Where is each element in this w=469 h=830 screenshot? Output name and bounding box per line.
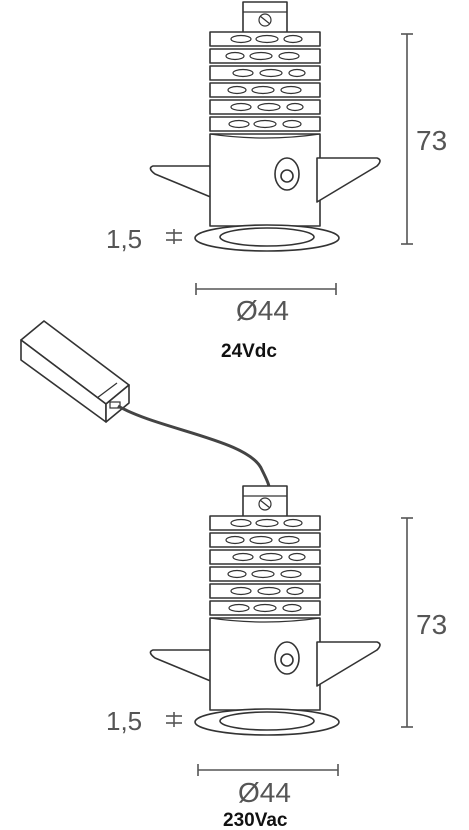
fixture-230vac xyxy=(149,485,381,736)
caption-top: 24Vdc xyxy=(221,341,277,362)
caption-bottom: 230Vac xyxy=(223,810,288,830)
flange-marker-top xyxy=(166,229,182,244)
connection-cable xyxy=(117,404,272,497)
flange-label-bottom: 1,5 xyxy=(106,706,142,736)
diameter-label-bottom: Ø44 xyxy=(238,777,291,808)
diameter-dimension-bottom xyxy=(197,764,339,776)
height-dimension-top xyxy=(401,33,413,245)
flange-marker-bottom xyxy=(166,712,182,727)
flange-label-top: 1,5 xyxy=(106,224,142,254)
diameter-label-top: Ø44 xyxy=(236,295,289,326)
height-label-bottom: 73 xyxy=(416,609,447,640)
driver-box xyxy=(20,320,130,423)
height-dimension-bottom xyxy=(401,517,413,728)
height-label-top: 73 xyxy=(416,125,447,156)
fixture-24vdc xyxy=(149,1,381,252)
diameter-dimension-top xyxy=(195,283,337,295)
